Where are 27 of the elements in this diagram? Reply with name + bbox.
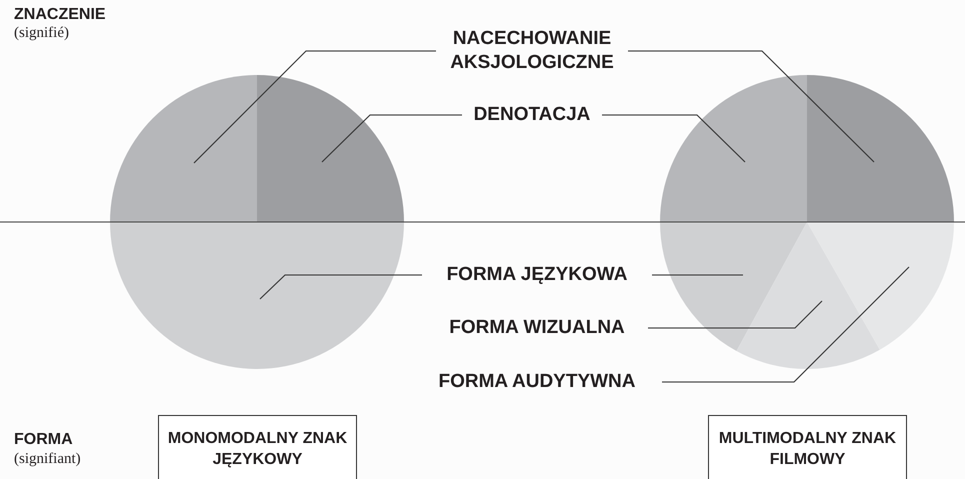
axis-subheading: (signifiant) (14, 451, 81, 468)
pie-slice (736, 222, 880, 369)
sign-type-box: MONOMODALNY ZNAK JĘZYKOWY (158, 415, 357, 479)
leader-line (260, 274, 422, 300)
pie-slice (807, 222, 954, 350)
leader-line (662, 266, 910, 383)
sign-type-box: MULTIMODALNY ZNAK FILMOWY (708, 415, 907, 479)
pie-slice (257, 75, 404, 222)
term-label: FORMA JĘZYKOWA (422, 260, 652, 290)
leader-line (602, 114, 746, 162)
pie-slice (110, 222, 404, 369)
pie-slice (660, 75, 807, 222)
leader-line (628, 50, 874, 162)
term-label: FORMA WIZUALNA (426, 313, 648, 343)
leader-line (652, 274, 743, 276)
term-label: DENOTACJA (462, 100, 602, 130)
axis-subheading: (signifié) (14, 25, 69, 42)
term-label: NACECHOWANIE AKSJOLOGICZNE (436, 26, 628, 76)
pie-slice (110, 75, 257, 222)
pie-slice (807, 75, 954, 222)
pie-slice (660, 222, 807, 351)
term-label: FORMA AUDYTYWNA (412, 367, 662, 397)
axis-heading: ZNACZENIE (14, 6, 106, 24)
leader-line (194, 50, 436, 164)
leader-line (322, 114, 462, 162)
axis-heading: FORMA (14, 431, 73, 449)
leader-line (648, 300, 822, 329)
